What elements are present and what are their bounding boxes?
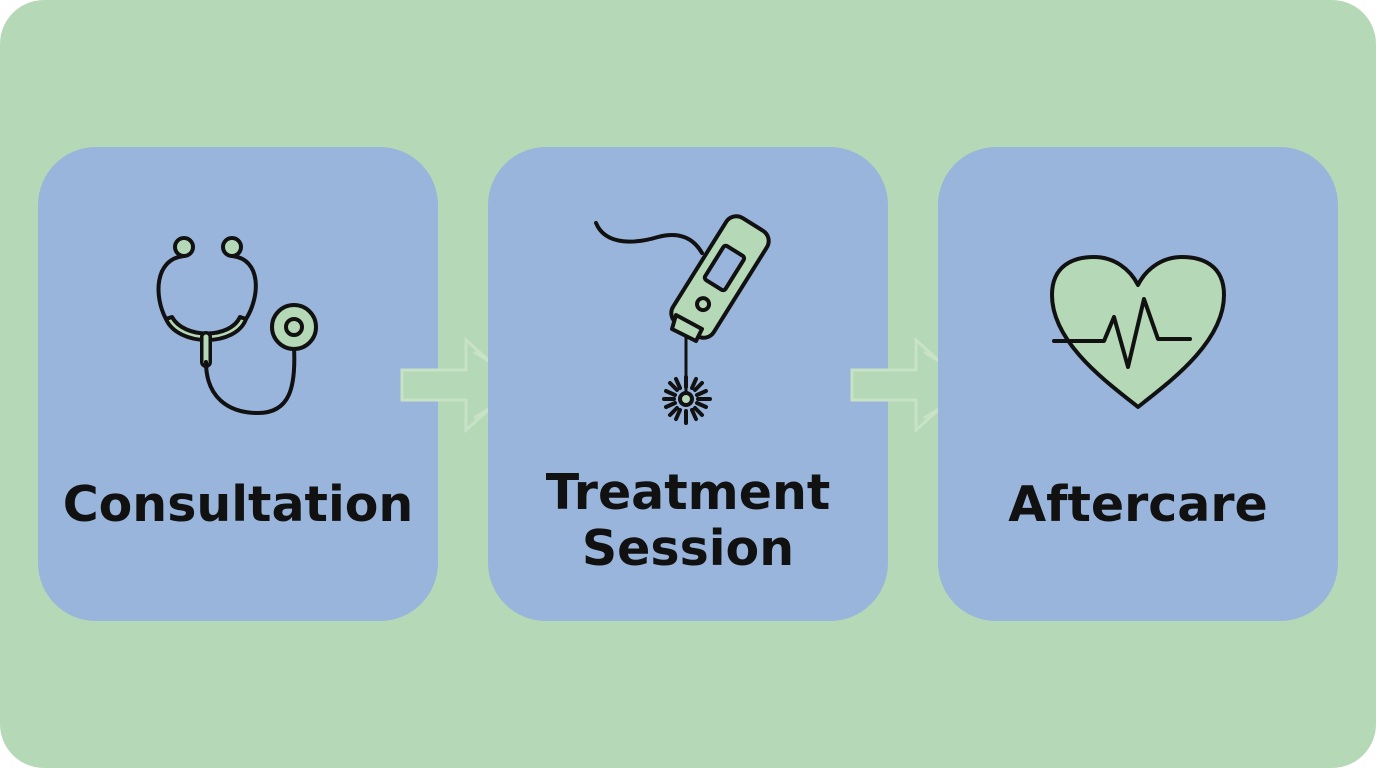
step-label: Consultation — [62, 476, 414, 533]
step-label: Aftercare — [1008, 476, 1268, 533]
step-label: Treatment Session — [545, 464, 831, 577]
heart-pulse-icon — [1050, 255, 1226, 409]
step-consultation: Consultation — [38, 147, 438, 621]
stethoscope-icon — [156, 236, 318, 415]
step-aftercare: Aftercare — [938, 147, 1338, 621]
step-treatment-session: Treatment Session — [488, 147, 888, 621]
laser-device-icon — [594, 214, 771, 425]
